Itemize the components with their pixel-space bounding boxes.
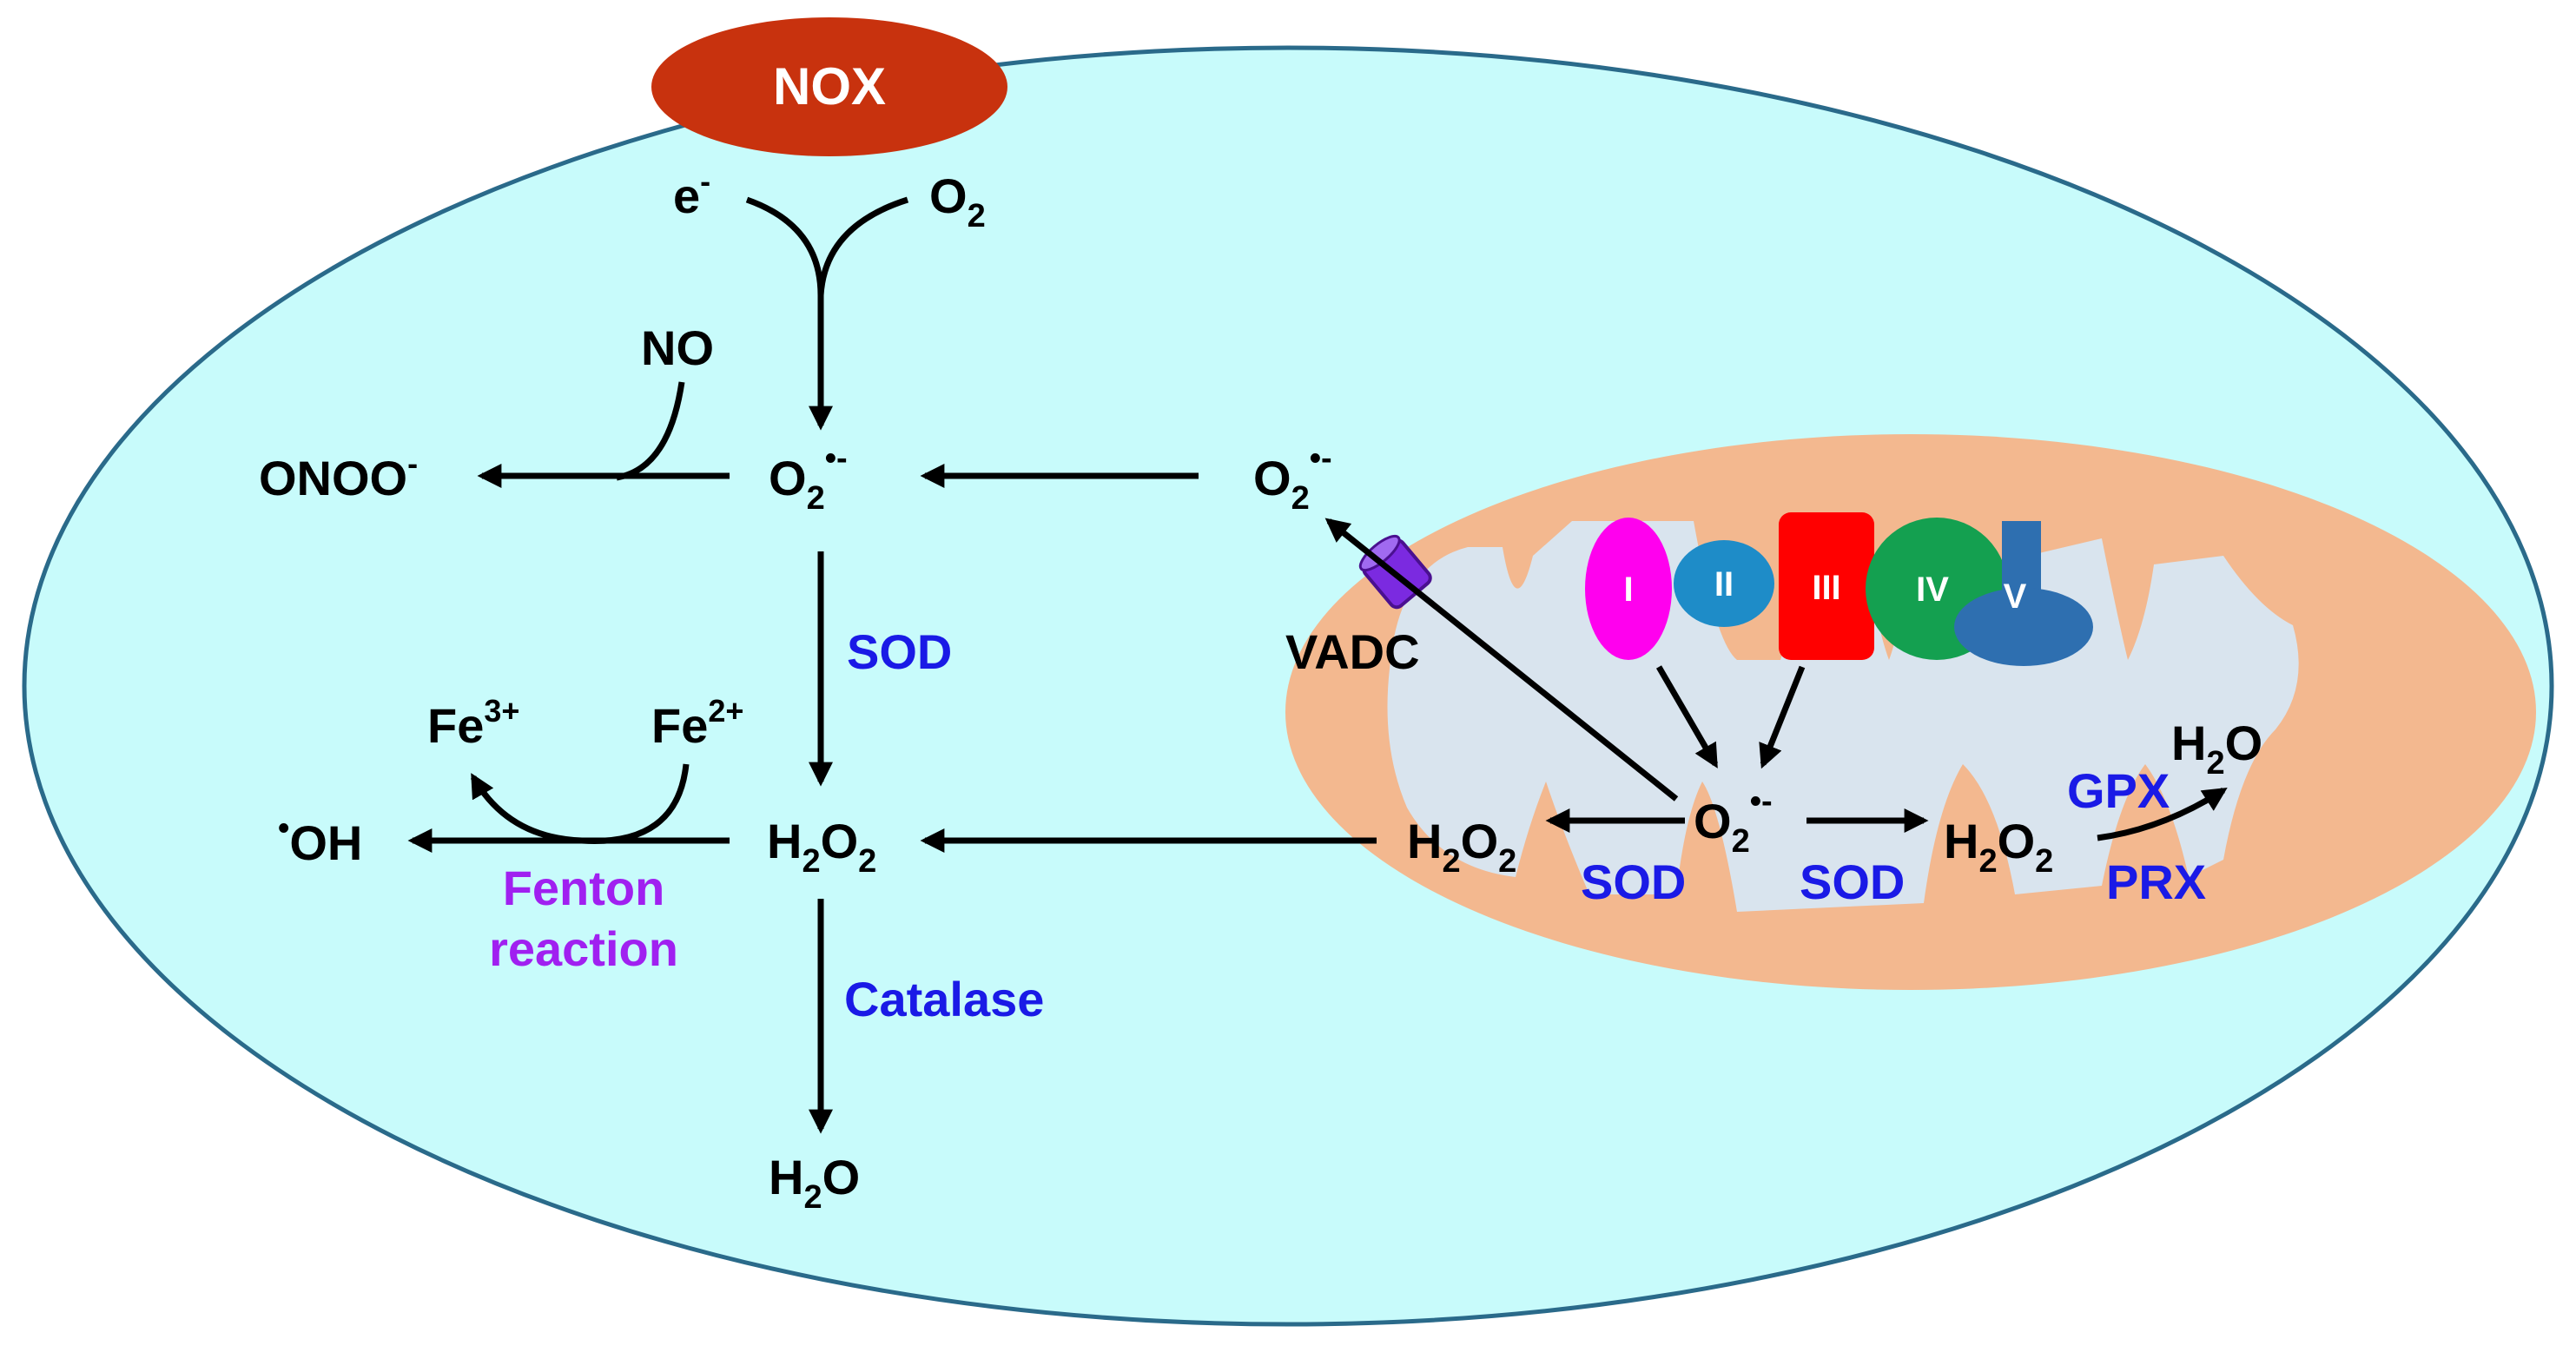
arrow-complexI-to-superoxide bbox=[1655, 665, 1719, 769]
sod-center: SOD bbox=[847, 624, 952, 679]
fe2-label: Fe2+ bbox=[651, 693, 743, 753]
sod-mito-right: SOD bbox=[1800, 854, 1905, 909]
arrow-superoxide-to-vadc bbox=[1324, 518, 1679, 802]
complex-II-label: II bbox=[1714, 565, 1734, 604]
superoxide-mito-out: O2•- bbox=[1253, 440, 1332, 517]
catalase-label: Catalase bbox=[844, 972, 1044, 1026]
complex-I-label: I bbox=[1623, 571, 1633, 609]
hydroxyl-label: •OH bbox=[278, 810, 362, 870]
h2o2-mito-right: H2O2 bbox=[1944, 814, 2053, 880]
cell-body bbox=[22, 45, 2554, 1327]
superoxide-mito: O2•- bbox=[1694, 783, 1773, 860]
h2o2-center: H2O2 bbox=[767, 814, 876, 880]
complex-V bbox=[1954, 521, 2093, 666]
nox-enzyme: NOX bbox=[651, 17, 1007, 156]
oxygen-label: O2 bbox=[929, 168, 986, 234]
gpx-label: GPX bbox=[2067, 763, 2170, 818]
arrow-h2o2-to-water-mito bbox=[2097, 787, 2228, 841]
complex-IV-label: IV bbox=[1916, 571, 1949, 609]
complex-II bbox=[1674, 540, 1774, 627]
fenton-line1: Fenton bbox=[503, 861, 665, 915]
electron-label: e- bbox=[673, 163, 710, 223]
complex-V-label: V bbox=[2004, 577, 2027, 616]
water-bottom: H2O bbox=[769, 1150, 860, 1216]
fe3-label: Fe3+ bbox=[427, 693, 519, 753]
complex-I bbox=[1585, 518, 1672, 660]
vadc-label: VADC bbox=[1285, 624, 1420, 679]
mitochondrion: I II III IV V VADC O2•- H2O2 bbox=[1285, 434, 2536, 990]
h2o2-mito-left: H2O2 bbox=[1407, 814, 1516, 880]
fenton-line2: reaction bbox=[489, 921, 678, 976]
electron-curve bbox=[745, 196, 824, 296]
nox-label: NOX bbox=[773, 57, 886, 115]
oxygen-curve bbox=[817, 196, 909, 296]
superoxide-center: O2•- bbox=[769, 440, 848, 517]
sod-mito-left: SOD bbox=[1581, 854, 1686, 909]
complex-III bbox=[1779, 512, 1874, 660]
arrow-complexIII-to-superoxide bbox=[1759, 665, 1806, 769]
complex-III-label: III bbox=[1812, 569, 1840, 607]
water-mito: H2O bbox=[2171, 716, 2262, 782]
prx-label: PRX bbox=[2106, 854, 2206, 909]
nitric-oxide-label: NO bbox=[641, 320, 714, 375]
peroxynitrite-label: ONOO- bbox=[259, 445, 418, 505]
